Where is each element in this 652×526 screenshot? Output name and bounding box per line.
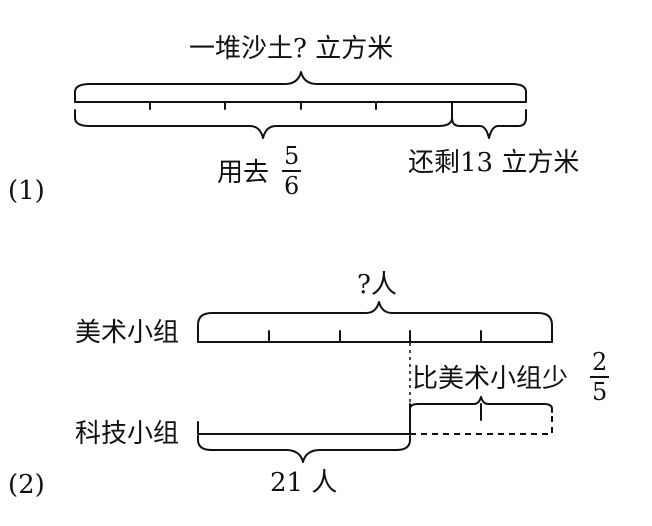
tech-bracket bbox=[197, 403, 411, 435]
problem-number-2: (2) bbox=[8, 470, 45, 500]
art-group-label: 美术小组 bbox=[75, 318, 180, 348]
remaining-label-1: 还剩13 立方米 bbox=[408, 148, 580, 178]
remaining-brace-1 bbox=[451, 109, 527, 139]
tech-missing-dashed bbox=[410, 412, 553, 435]
tech-group-label: 科技小组 bbox=[75, 419, 180, 449]
compare-fraction-denominator: 5 bbox=[592, 378, 608, 406]
used-brace-1 bbox=[74, 109, 453, 139]
used-label-1: 用去 bbox=[217, 158, 270, 188]
compare-fraction-numerator: 2 bbox=[592, 348, 608, 376]
total-label-1: 一堆沙土? 立方米 bbox=[189, 34, 394, 64]
used-fraction-1: 5 6 bbox=[282, 142, 302, 200]
fraction-bar bbox=[590, 376, 610, 378]
tech-brace bbox=[197, 435, 411, 463]
compare-fraction: 2 5 bbox=[590, 348, 610, 406]
total-brace-1 bbox=[74, 71, 527, 103]
used-fraction-denominator: 6 bbox=[284, 172, 300, 200]
problem-number-1: (1) bbox=[8, 176, 45, 206]
compare-label: 比美术小组少 bbox=[412, 364, 569, 394]
total-brace-2 bbox=[197, 301, 553, 343]
used-fraction-numerator: 5 bbox=[284, 142, 300, 170]
total-label-2: ?人 bbox=[357, 270, 397, 300]
fraction-bar bbox=[282, 170, 302, 172]
compare-brace bbox=[409, 396, 553, 413]
tech-value-label: 21 人 bbox=[270, 468, 338, 498]
